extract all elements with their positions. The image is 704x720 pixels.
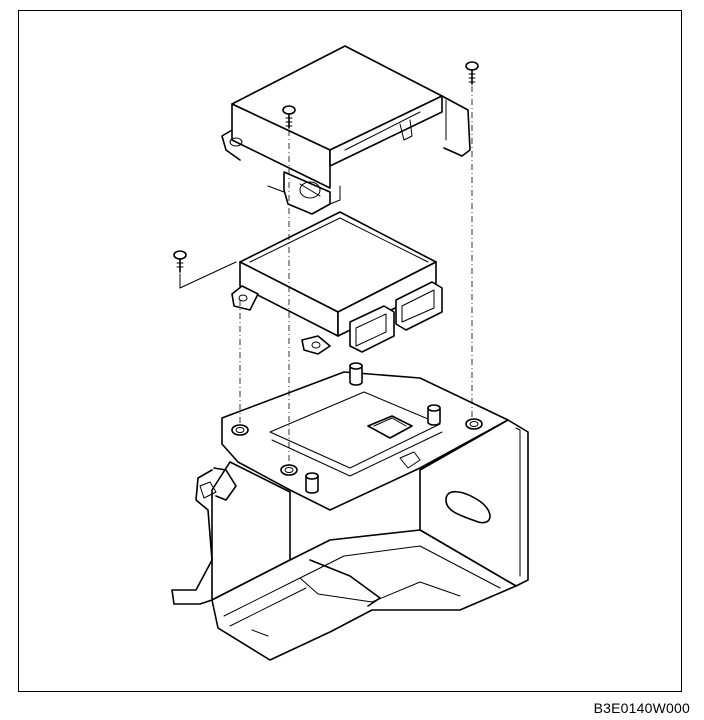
screw-left	[173, 250, 187, 273]
diagram-frame	[18, 10, 682, 692]
screw-top-right	[465, 61, 479, 85]
cover-bracket	[221, 45, 471, 215]
control-module	[231, 211, 443, 355]
base-bracket	[171, 362, 529, 661]
figure-code: B3E0140W000	[593, 700, 690, 716]
alignment-lines	[179, 86, 473, 466]
screw-top-center	[282, 105, 296, 129]
